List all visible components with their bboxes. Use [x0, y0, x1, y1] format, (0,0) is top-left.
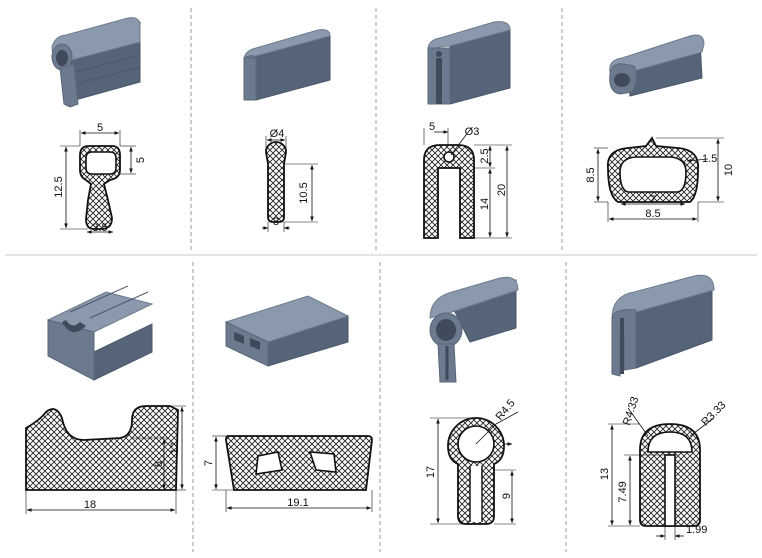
panel-2: Ø4 10.5 3	[243, 29, 331, 232]
p7-bulb-radius-label: R4.5	[494, 397, 518, 423]
profile-7-section: R4.5 17 9	[425, 397, 519, 525]
panel-6: 7 19.1	[203, 295, 373, 512]
p8-slot-depth-label: 7.49	[617, 481, 629, 502]
p2-bulb-diameter-label: Ø4	[270, 128, 285, 140]
p8-wall-label: 1.99	[686, 524, 707, 536]
panel-4: 8.5 10 1.5 7 8.5	[585, 34, 735, 222]
panel-1: 5 5 12.5 3.5	[51, 17, 147, 234]
profile-4-model	[609, 34, 705, 97]
profile-1-section: 5 5 12.5 3.5	[53, 122, 147, 234]
p4-left-height-label: 8.5	[585, 167, 597, 182]
p3-overall-height-label: 20	[496, 184, 508, 196]
p5-overall-width-label: 18	[84, 499, 96, 511]
profile-6-section: 7 19.1	[203, 435, 373, 512]
p2-stem-height-label: 10.5	[298, 182, 310, 203]
p6-height-label: 7	[203, 460, 215, 466]
p3-top-width-label: 5	[429, 121, 435, 133]
profile-5-section: 12 8 18	[25, 405, 186, 514]
panel-3: 5 Ø3 2.5 14 20	[423, 21, 512, 239]
panel-7: R4.5 17 9	[425, 276, 519, 525]
p8-overall-height-label: 13	[599, 468, 611, 480]
p7-overall-height-label: 17	[425, 466, 437, 478]
p1-top-width-label: 5	[97, 122, 103, 134]
p1-base-width-label: 3.5	[92, 222, 107, 234]
p2-base-width-label: 3	[273, 216, 279, 228]
p4-inner-width-label: 7	[650, 194, 656, 206]
p6-width-label: 19.1	[287, 497, 308, 509]
p7-slot-depth-label: 9	[501, 493, 513, 499]
profile-1-model	[51, 17, 141, 108]
profile-3-model	[427, 21, 511, 105]
profile-2-section: Ø4 10.5 3	[262, 128, 318, 232]
profile-6-model	[224, 295, 350, 367]
p1-bulb-height-label: 5	[135, 157, 147, 163]
p8-right-radius-label: R3.33	[699, 399, 728, 428]
p4-overall-height-label: 10	[723, 164, 735, 176]
p1-overall-height-label: 12.5	[53, 176, 65, 197]
profile-7-model	[429, 276, 519, 383]
p5-inner-height-label: 8	[153, 461, 165, 467]
p5-overall-height-label: 12	[169, 442, 181, 454]
profile-4-section: 8.5 10 1.5 7 8.5	[585, 136, 735, 222]
p4-wall-label: 1.5	[702, 153, 717, 165]
panel-separators	[5, 8, 757, 552]
panel-8: R4.33 R3.33 13 7.49 1.99	[599, 274, 729, 540]
p3-hole-diameter-label: Ø3	[465, 126, 480, 138]
profile-5-model	[46, 285, 154, 381]
p4-outer-width-label: 8.5	[645, 208, 660, 220]
profile-8-model	[611, 274, 715, 377]
profile-3-section: 5 Ø3 2.5 14 20	[423, 121, 512, 239]
p3-slot-depth-label: 14	[479, 198, 491, 210]
profile-2-model	[243, 29, 331, 101]
panel-5: 12 8 18	[25, 285, 186, 514]
p3-top-height-label: 2.5	[479, 148, 491, 163]
profile-8-section: R4.33 R3.33 13 7.49 1.99	[599, 395, 729, 540]
